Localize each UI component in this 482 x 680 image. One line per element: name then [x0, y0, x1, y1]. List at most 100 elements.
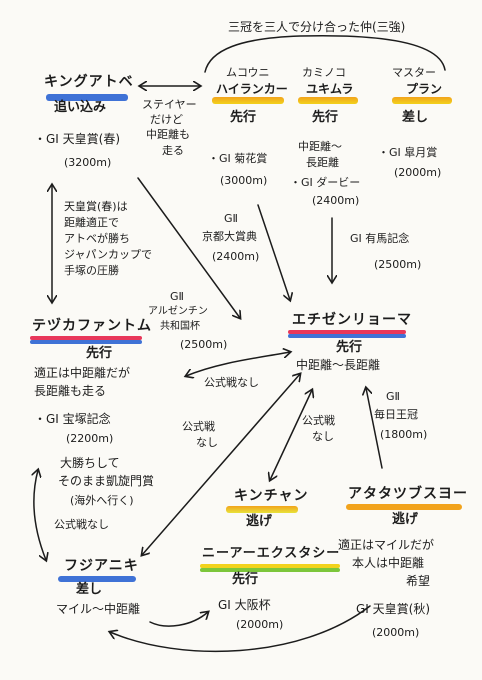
kamino-race-3: ・GⅠ ダービー — [290, 176, 361, 189]
label-tezuka-fuji: 公式戦なし — [54, 518, 109, 531]
arrow-tezuka-fuji — [34, 470, 46, 560]
nier-dist: (2000m) — [236, 618, 284, 631]
argentina-race-2: 共和国杯 — [160, 321, 200, 332]
master-dist: (2000m) — [394, 166, 442, 179]
tennoaki-race: GⅠ 天皇賞(秋) — [356, 602, 431, 616]
mainichi-race: 毎日王冠 — [374, 408, 418, 421]
arima-dist: (2500m) — [374, 258, 422, 271]
tezuka-color-bar-blue — [30, 340, 142, 344]
tezuka-note-3: (海外へ行く) — [70, 494, 134, 507]
arrow-fuji-echizen — [142, 374, 300, 555]
arrow-mukouni-echizen — [257, 204, 290, 300]
argentina-race-1: アルゼンチン — [148, 306, 208, 317]
arima-race: GⅠ 有馬記念 — [350, 232, 410, 245]
tenno-note-2: 距離適正で — [64, 216, 119, 229]
arrow-tezuka-echizen — [186, 352, 290, 376]
stayer-note-3: 中距離も — [146, 128, 190, 141]
tezuka-style: 先行 — [86, 346, 113, 361]
atatsu-desc-2: 本人は中距離 — [352, 556, 425, 570]
tezuka-note-1: 大勝ちして — [60, 456, 120, 470]
king-race: ・GⅠ 天皇賞(春) — [34, 132, 121, 146]
fuji-style: 差し — [76, 582, 103, 597]
mainichi-grade: GⅡ — [386, 390, 400, 403]
nier-color-bar-yellow — [200, 564, 340, 568]
tezuka-note-2: そのまま凱旋門賞 — [58, 474, 155, 488]
kamino-style: 先行 — [312, 110, 339, 125]
tezuka-desc-2: 長距離も走る — [34, 384, 107, 398]
title: 三冠を三人で分け合った仲(三強) — [228, 20, 406, 34]
tenno-note-4: ジャパンカップで — [64, 248, 152, 261]
atatsu-desc-3: 希望 — [406, 574, 431, 588]
stayer-note-2: だけど — [150, 113, 183, 126]
echizen-color-bar-red — [288, 330, 406, 334]
kyoto-race: 京都大賞典 — [202, 230, 257, 243]
echizen-color-bar-blue — [288, 334, 406, 338]
arrow-atatsu-echizen — [366, 388, 383, 469]
mukouni-color-bar — [212, 97, 284, 104]
tezuka-dist: (2200m) — [66, 432, 114, 445]
echizen-name: エチゼンリョーマ — [292, 312, 412, 328]
master-name-1: マスター — [392, 66, 436, 79]
atatsu-style: 逃げ — [392, 512, 419, 527]
master-name-2: プラン — [406, 82, 443, 96]
fuji-desc: マイル〜中距離 — [56, 602, 141, 616]
kinchan-name: キンチャン — [234, 488, 309, 504]
label-fuji-echizen-2: なし — [196, 436, 218, 449]
nier-style: 先行 — [232, 572, 259, 587]
kinchan-style: 逃げ — [246, 514, 273, 529]
king-style: 追い込み — [54, 100, 107, 115]
label-tezuka-echizen: 公式戦なし — [204, 376, 259, 389]
nier-color-bar-green — [200, 568, 340, 572]
kyoto-grade: GⅡ — [224, 212, 238, 225]
arrow-atatsu-fuji — [110, 605, 371, 653]
kyoto-dist: (2400m) — [212, 250, 260, 263]
fuji-color-bar — [58, 576, 136, 582]
tezuka-color-bar-red — [30, 336, 142, 340]
tezuka-race: ・GⅠ 宝塚記念 — [34, 412, 111, 426]
master-style: 差し — [402, 110, 429, 125]
king-name: キングアトベ — [44, 74, 134, 90]
atatsu-desc-1: 適正はマイルだが — [338, 538, 435, 552]
nier-race: GⅠ 大阪杯 — [218, 598, 271, 612]
label-fuji-echizen-1: 公式戦 — [182, 420, 215, 433]
fuji-name: フジアニキ — [64, 558, 139, 574]
tenno-note-5: 手塚の圧勝 — [64, 264, 119, 277]
argentina-dist: (2500m) — [180, 338, 228, 351]
kamino-dist: (2400m) — [312, 194, 360, 207]
kamino-name-1: カミノコ — [302, 66, 346, 79]
tezuka-desc-1: 適正は中距離だが — [34, 366, 131, 380]
mukouni-name-1: ムコウニ — [226, 66, 270, 79]
kamino-name-2: ユキムラ — [306, 82, 354, 96]
tenno-note-3: アトベが勝ち — [64, 232, 130, 245]
kinchan-color-bar — [226, 506, 298, 513]
atatsu-color-bar — [346, 504, 462, 510]
mukouni-race: ・GⅠ 菊花賞 — [208, 152, 268, 165]
arrow-echizen-kinchan — [270, 390, 312, 480]
mukouni-style: 先行 — [230, 110, 257, 125]
sanko-bracket — [204, 34, 446, 73]
stayer-note-1: ステイヤー — [142, 98, 197, 111]
master-color-bar — [392, 97, 452, 104]
master-race: ・GⅠ 皐月賞 — [378, 146, 438, 159]
nier-name: ニーアーエクスタシー — [202, 546, 341, 561]
argentina-grade: GⅡ — [170, 290, 184, 303]
tezuka-name: テヅカファントム — [32, 318, 152, 334]
label-echizen-kinchan-2: なし — [312, 430, 334, 443]
arrow-king-echizen — [137, 177, 240, 318]
mukouni-name-2: ハイランカー — [216, 82, 288, 96]
mainichi-dist: (1800m) — [380, 428, 428, 441]
atatsu-name: アタタツブスヨー — [348, 486, 468, 502]
tennoaki-dist: (2000m) — [372, 626, 420, 639]
echizen-style: 先行 — [336, 340, 363, 355]
mukouni-dist: (3000m) — [220, 174, 268, 187]
kamino-race-1: 中距離〜 — [298, 140, 342, 153]
kamino-color-bar — [298, 97, 358, 104]
tenno-note-1: 天皇賞(春)は — [64, 200, 128, 213]
king-dist: (3200m) — [64, 156, 112, 169]
echizen-desc: 中距離〜長距離 — [296, 358, 381, 372]
arrow-nier-fuji — [149, 612, 208, 627]
stayer-note-4: 走る — [162, 144, 184, 157]
king-color-bar — [46, 94, 128, 101]
label-echizen-kinchan-1: 公式戦 — [302, 414, 335, 427]
